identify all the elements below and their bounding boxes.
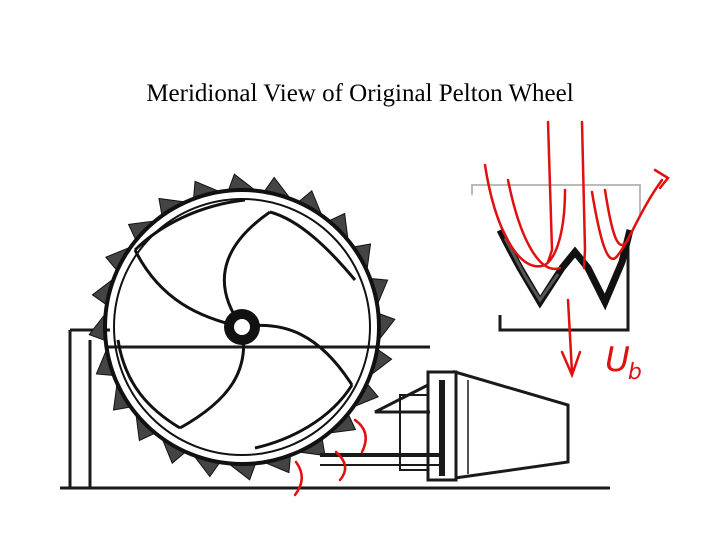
velocity-subscript: b — [627, 359, 642, 385]
nozzle-assembly — [320, 369, 570, 482]
velocity-annotation: Ub — [605, 340, 642, 385]
wheel-rim-outer — [103, 188, 381, 466]
velocity-symbol: U — [605, 340, 630, 380]
slide-title: Meridional View of Original Pelton Wheel — [146, 80, 574, 107]
bucket-cross-section-inset — [471, 184, 641, 332]
hub-bore — [234, 319, 250, 335]
annotation-strokes — [293, 120, 670, 497]
pelton-wheel — [88, 173, 396, 481]
